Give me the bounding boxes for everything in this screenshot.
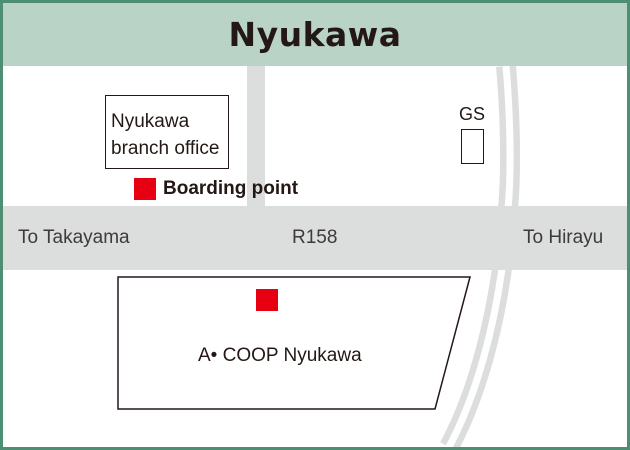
store-building: [117, 276, 471, 410]
side-road: [247, 66, 265, 206]
boarding-marker-icon: [134, 178, 156, 200]
store-name-label: A• COOP Nyukawa: [198, 345, 362, 366]
road-network: [3, 65, 627, 447]
gas-station-label: GS: [459, 104, 486, 124]
office-name-line1: Nyukawa: [111, 111, 190, 132]
office-name-line2: branch office: [111, 138, 220, 159]
boarding-point-label: Boarding point: [163, 178, 299, 199]
main-road-r158: [3, 206, 627, 270]
branch-office-building: Nyukawa branch office: [105, 95, 229, 169]
store-marker-icon: [256, 289, 278, 311]
to-hirayu-label: To Hirayu: [523, 227, 604, 248]
route-number-label: R158: [292, 227, 338, 248]
title-bar: Nyukawa: [3, 3, 627, 66]
to-takayama-label: To Takayama: [18, 227, 130, 248]
gas-station-building: [461, 129, 484, 164]
map-title: Nyukawa: [228, 15, 402, 54]
